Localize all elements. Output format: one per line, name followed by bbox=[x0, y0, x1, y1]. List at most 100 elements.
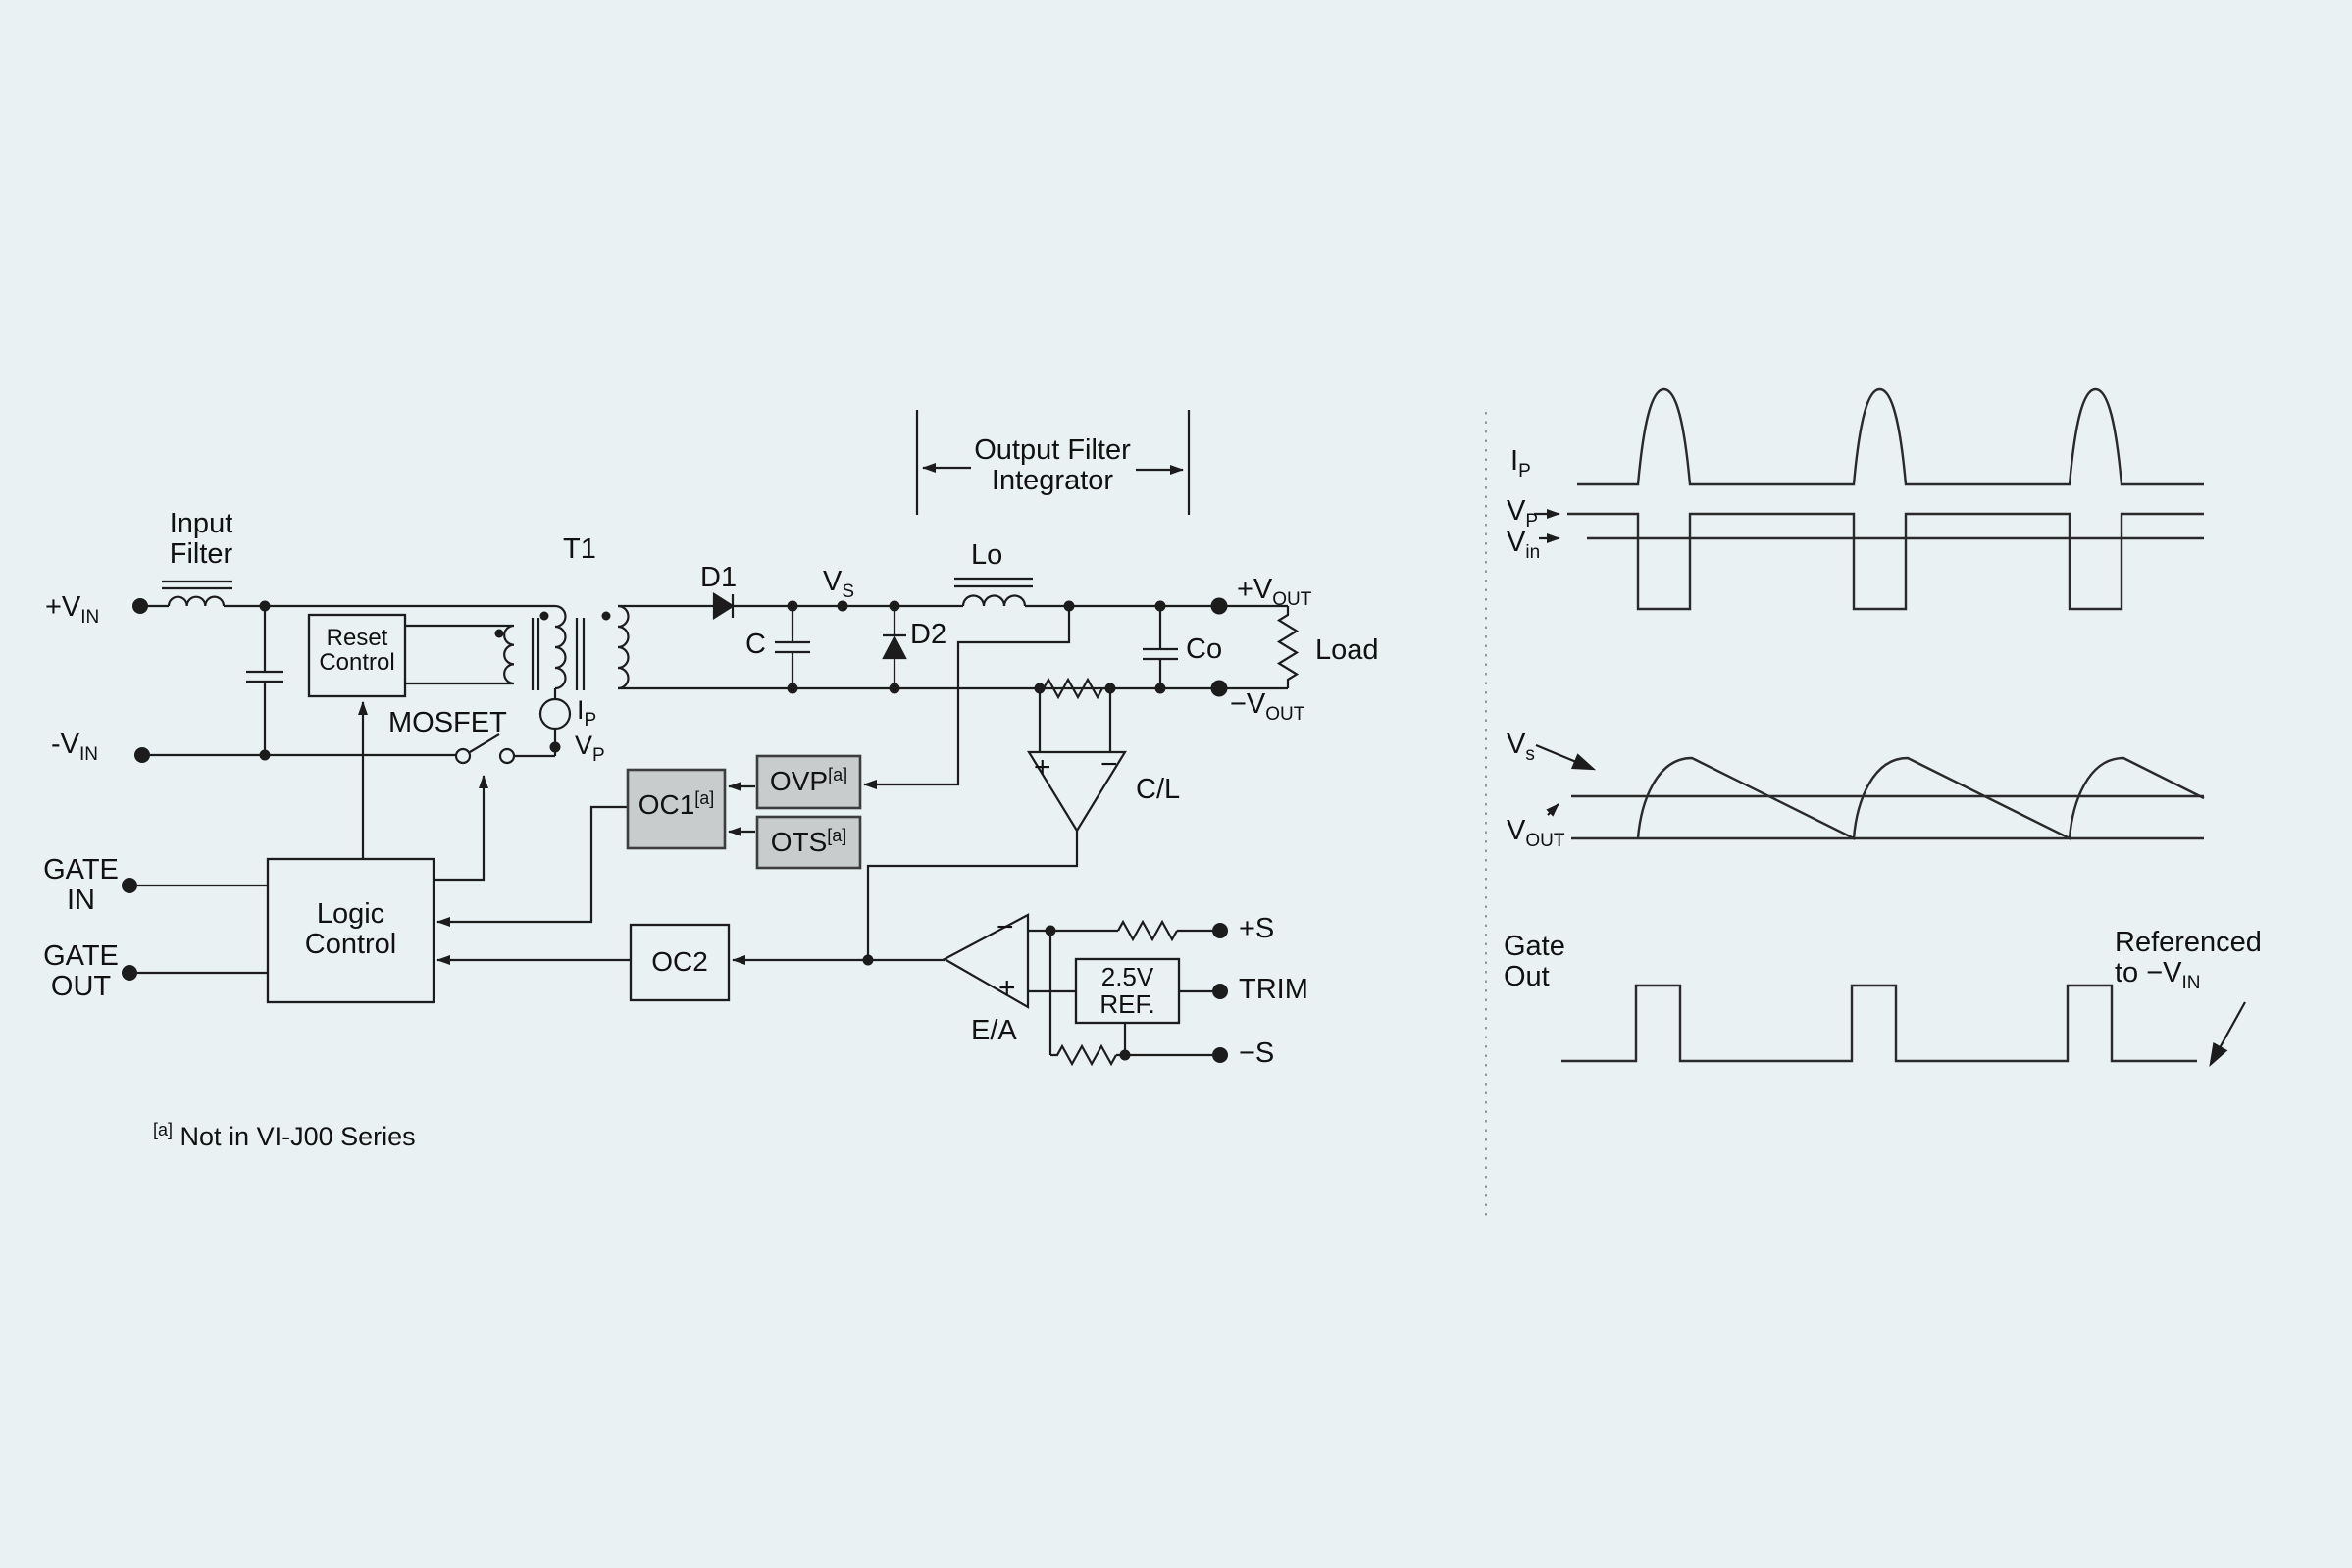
t1-secondary-dot bbox=[601, 611, 611, 621]
oc1-to-logic-arrow bbox=[436, 805, 628, 927]
t1-secondary-winding bbox=[617, 604, 630, 690]
trim-label: TRIM bbox=[1239, 974, 1308, 1005]
wf-referenced-label: Referenced to −VIN bbox=[2115, 927, 2262, 993]
cl-comparator-triangle bbox=[1027, 750, 1127, 834]
ots-label: OTS[a] bbox=[770, 826, 847, 857]
ea-amplifier-triangle bbox=[942, 913, 1030, 1009]
oc2-label: OC2 bbox=[651, 946, 708, 977]
current-sensor-ip bbox=[538, 697, 572, 731]
diode-d1 bbox=[712, 592, 736, 620]
vs-pointer-arrow bbox=[1535, 743, 1597, 771]
vp-node-label: VP bbox=[575, 731, 605, 766]
waveform-vp bbox=[1567, 512, 2204, 611]
t1-reset-winding bbox=[405, 624, 515, 685]
logic-to-mosfet-arrow bbox=[434, 775, 488, 882]
waveform-vs bbox=[1636, 756, 2205, 840]
waveform-layer bbox=[1561, 387, 2205, 1063]
load-label: Load bbox=[1315, 634, 1379, 666]
waveform-gate-out bbox=[1561, 984, 2197, 1063]
oc1-box bbox=[626, 768, 727, 850]
switch-contact-right bbox=[498, 747, 516, 765]
terminal-trim bbox=[1212, 984, 1228, 999]
t1-core bbox=[531, 618, 586, 690]
cl-plus-sign: + bbox=[1034, 751, 1051, 784]
output-inductor-lo bbox=[961, 594, 1027, 607]
terminal-vout-neg bbox=[1210, 680, 1228, 697]
wf-vin-label: Vin bbox=[1507, 527, 1541, 563]
ea-plus-sign: + bbox=[998, 972, 1016, 1004]
ref-box bbox=[1074, 957, 1181, 1025]
wf-vout-label: VOUT bbox=[1507, 815, 1565, 851]
vout-pointer-arrow bbox=[1546, 803, 1559, 817]
wf-ip-label: IP bbox=[1510, 445, 1531, 481]
switch-blade bbox=[469, 733, 500, 753]
terminal-s-neg bbox=[1212, 1047, 1228, 1063]
s-pos-label: +S bbox=[1239, 913, 1275, 944]
vout-neg-label: −VOUT bbox=[1230, 688, 1305, 725]
input-capacitor bbox=[246, 606, 283, 755]
ofi-bars bbox=[915, 410, 1191, 515]
ea-label: E/A bbox=[971, 1015, 1017, 1046]
vout-to-ovp-arrow bbox=[863, 606, 1071, 789]
d1-label: D1 bbox=[700, 562, 738, 593]
gate-wires bbox=[137, 884, 268, 975]
terminal-s-pos bbox=[1212, 923, 1228, 938]
vin-pos-label: +VIN bbox=[45, 591, 100, 628]
ea-minus-sign: − bbox=[997, 911, 1014, 943]
d2-label: D2 bbox=[910, 619, 947, 650]
load-resistor bbox=[1276, 606, 1300, 688]
t1-primary-dot bbox=[539, 611, 549, 621]
input-filter-inductor bbox=[167, 595, 226, 607]
cl-output-wire bbox=[866, 831, 1079, 960]
cl-input-wires bbox=[1038, 688, 1112, 752]
s-pos-resistor bbox=[1117, 919, 1212, 942]
vout-pos-label: +VOUT bbox=[1237, 574, 1312, 610]
lo-label: Lo bbox=[971, 539, 1003, 571]
cl-minus-sign: − bbox=[1100, 748, 1118, 781]
control-lines bbox=[358, 463, 1184, 965]
referenced-pointer-arrow bbox=[2209, 1001, 2246, 1067]
ots-box bbox=[755, 815, 862, 870]
ovp-box bbox=[755, 754, 862, 810]
ovp-label: OVP[a] bbox=[769, 765, 848, 796]
feedback-resistor bbox=[1050, 1043, 1212, 1067]
junction-dots bbox=[259, 600, 1166, 1061]
waveform-ip bbox=[1577, 387, 2204, 486]
vs-node-label: VS bbox=[823, 566, 855, 602]
terminal-vin-pos bbox=[132, 598, 148, 614]
reset-control-box bbox=[307, 613, 407, 698]
switch-contact-left bbox=[454, 747, 472, 765]
s-neg-label: −S bbox=[1239, 1037, 1275, 1069]
vin-neg-label: -VIN bbox=[51, 729, 98, 765]
t1-reset-dot bbox=[494, 629, 504, 638]
t1-label: T1 bbox=[563, 533, 596, 565]
mosfet-label: MOSFET bbox=[388, 707, 507, 738]
capacitor-c bbox=[775, 606, 810, 688]
diodes bbox=[712, 592, 907, 660]
terminal-dots bbox=[122, 597, 1228, 1063]
footnote: [a] Not in VI-J00 Series bbox=[153, 1120, 416, 1151]
terminal-gate-out bbox=[122, 965, 137, 981]
terminal-gate-in bbox=[122, 878, 137, 893]
diode-d2 bbox=[882, 634, 907, 660]
input-filter-core bbox=[162, 580, 232, 590]
t1-primary-winding bbox=[554, 604, 567, 690]
lo-core bbox=[954, 577, 1033, 588]
oc2-box bbox=[629, 923, 731, 1002]
c-label: C bbox=[745, 629, 766, 660]
terminal-vout-pos bbox=[1210, 597, 1228, 615]
wf-vp-label: VP bbox=[1507, 495, 1539, 531]
cl-label: C/L bbox=[1136, 774, 1181, 805]
logic-control-box bbox=[266, 857, 435, 1004]
annotation-arrows bbox=[1534, 509, 2246, 1067]
wf-vs-label: Vs bbox=[1507, 729, 1535, 765]
